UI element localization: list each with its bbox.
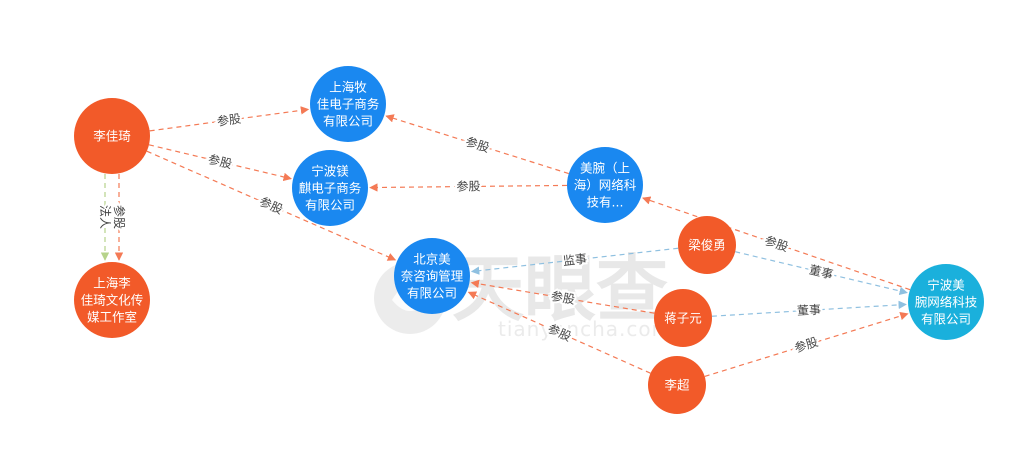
node-lijiaqi[interactable]: 李佳琦 [74,98,150,174]
node-lichao[interactable]: 李超 [648,356,706,414]
node-label-line: 有限公司 [305,198,355,213]
edge-label-halo: 参股 [550,288,576,307]
edge-label: 参股 [456,178,480,193]
node-label-line: 技有... [587,195,624,210]
node-label-line: 有限公司 [921,312,971,327]
node-circle[interactable] [74,98,150,174]
edge-meiwan_sh-muja-invest[interactable] [385,114,569,175]
edge-jiangziyuan-beijing_mei-invest[interactable] [470,279,655,314]
node-label-line: 媒工作室 [87,310,137,325]
node-circle[interactable] [394,238,470,314]
watermark-url: tianyancha.com [498,317,672,341]
edge-label: 董事 [808,263,835,282]
node-label-line: 麒电子商务 [299,181,362,196]
edge-label: 法人 [98,205,112,229]
node-label-line: 宁波美 [927,278,965,293]
node-circle[interactable] [310,66,386,142]
node-circle[interactable] [654,289,712,347]
node-circle[interactable] [74,262,150,338]
node-label-line: 有限公司 [323,114,373,129]
edge-ningbo_meiwan-meiwan_sh-invest[interactable] [642,196,911,291]
edge-liangjunyong-ningbo_meiwan-role[interactable] [735,251,908,296]
edge-meiwan_sh-ningbo_meiqi-invest[interactable] [369,183,568,192]
node-label-line: 佳琦文化传 [81,293,144,308]
node-label-line: 梁俊勇 [688,238,726,253]
node-label-line: 上海李 [93,276,131,291]
edge-label-halo: 参股 [456,178,480,193]
node-jiangziyuan[interactable]: 蒋子元 [654,289,712,347]
edge-label-halo: 法人 [98,205,112,229]
edge-label: 参股 [464,134,491,156]
nodes-layer: 李佳琦上海牧佳电子商务有限公司宁波镁麒电子商务有限公司美腕（上海）网络科技有..… [74,66,984,414]
edge-label: 参股 [207,151,234,171]
edge-label: 参股 [763,232,791,254]
node-label-line: 宁波镁 [311,164,349,179]
edge-label: 参股 [792,334,819,355]
edge-lijiaqi-ningbo_meiqi-invest[interactable] [148,144,292,182]
edge-label: 监事 [562,252,587,269]
node-label-line: 李超 [664,378,690,393]
edge-label: 参股 [550,288,576,307]
node-circle[interactable] [908,264,984,340]
edge-liangjunyong-beijing_mei-role[interactable] [470,247,679,275]
node-circle[interactable] [648,356,706,414]
node-label-line: 有限公司 [407,286,457,301]
node-label-line: 北京美 [413,252,451,267]
edge-label: 参股 [216,111,242,129]
node-label-line: 佳电子商务 [317,97,380,112]
edge-label: 参股 [257,193,285,216]
edge-label-halo: 监事 [562,252,587,269]
node-circle[interactable] [567,147,643,223]
node-label-line: 腕网络科技 [915,295,978,310]
edge-label-halo: 参股 [112,205,127,229]
edge-label: 董事 [797,303,822,318]
node-label-line: 美腕（上 [580,161,630,176]
node-circle[interactable] [678,216,736,274]
node-label-line: 海）网络科 [574,178,637,193]
edges-layer [100,106,911,378]
edge-jiangziyuan-ningbo_meiwan-role[interactable] [711,300,907,317]
node-circle[interactable] [292,150,368,226]
node-label-line: 蒋子元 [664,311,702,326]
edge-lijiaqi-beijing_mei-invest[interactable] [146,150,397,261]
edge-label-halo: 参股 [216,111,242,129]
node-liangjunyong[interactable]: 梁俊勇 [678,216,736,274]
node-label-line: 奈咨询管理 [401,269,464,284]
node-label-line: 上海牧 [329,80,367,95]
edge-label-halo: 董事 [797,303,822,318]
edge-lichao-beijing_mei-invest[interactable] [467,291,651,374]
node-label-line: 李佳琦 [93,129,131,144]
node-meiwan_sh[interactable]: 美腕（上海）网络科技有... [567,147,643,223]
edge-label: 参股 [112,205,127,229]
